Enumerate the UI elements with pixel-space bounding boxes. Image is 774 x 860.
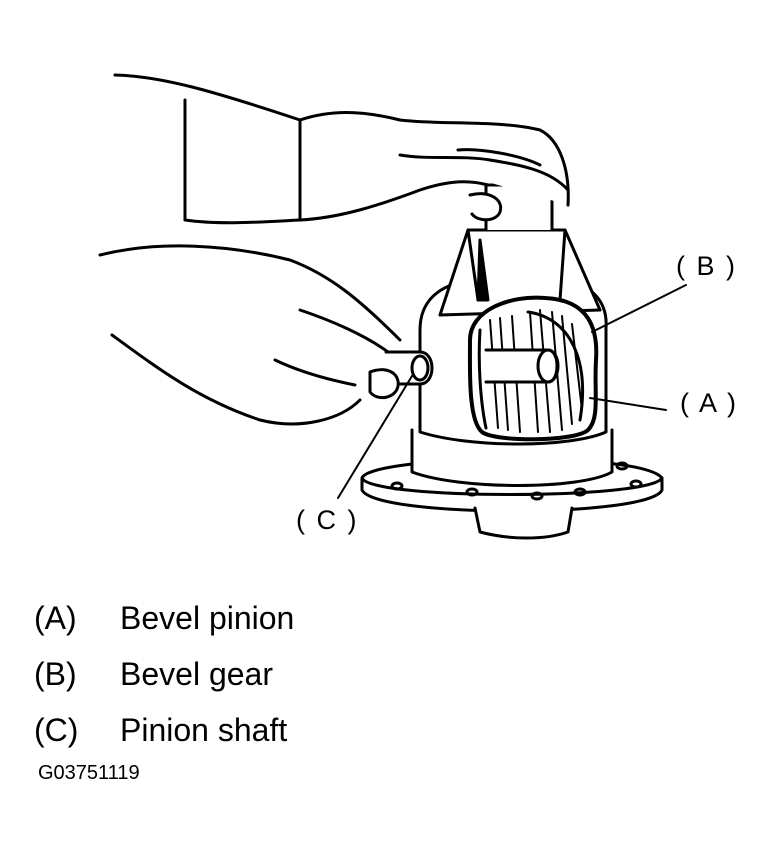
callout-c: ( C ): [296, 505, 359, 535]
legend-text: Pinion shaft: [120, 711, 288, 748]
legend-text: Bevel pinion: [120, 599, 295, 636]
legend-code: (C): [34, 711, 79, 748]
pinion-shaft: [384, 348, 560, 386]
legend-item-a: (A) Bevel pinion: [34, 590, 294, 646]
lower-hand: [98, 244, 402, 426]
legend: (A) Bevel pinion (B) Bevel gear (C) Pini…: [34, 590, 294, 758]
legend-code: (B): [34, 655, 77, 692]
callout-b: ( B ): [676, 251, 737, 281]
callout-a: ( A ): [680, 388, 739, 418]
figure-id: G03751119: [38, 762, 140, 784]
legend-item-b: (B) Bevel gear: [34, 646, 294, 702]
legend-code: (A): [34, 599, 77, 636]
differential-illustration: [98, 73, 687, 540]
leader-lines: [337, 284, 687, 499]
legend-item-c: (C) Pinion shaft: [34, 702, 294, 758]
differential-case: [410, 183, 614, 487]
legend-text: Bevel gear: [120, 655, 273, 692]
upper-hand: [113, 73, 570, 225]
